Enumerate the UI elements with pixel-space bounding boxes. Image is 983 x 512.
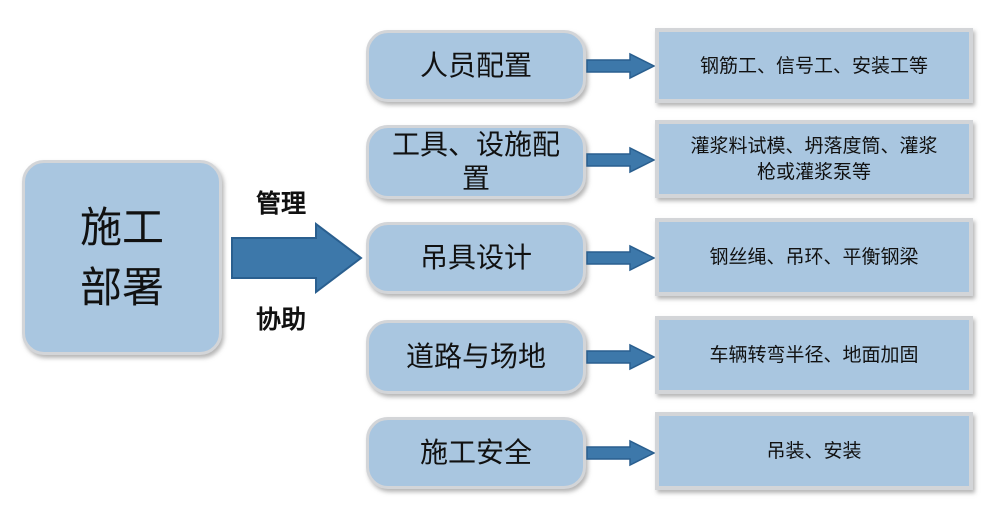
category-box-personnel: 人员配置 (366, 30, 586, 102)
detail-label: 钢筋工、信号工、安装工等 (699, 54, 928, 77)
row-arrow-icon (586, 52, 656, 80)
row-arrow-icon (586, 244, 656, 272)
detail-label: 灌浆料试模、坍落度筒、灌浆枪或灌浆泵等 (690, 135, 938, 183)
category-box-rigging: 吊具设计 (366, 222, 586, 294)
detail-box-rigging: 钢丝绳、吊环、平衡钢梁 (655, 218, 973, 296)
label-assist: 协助 (256, 305, 307, 334)
label-manage: 管理 (256, 189, 307, 218)
row-arrow-icon (586, 343, 656, 371)
detail-box-safety: 吊装、安装 (655, 412, 973, 490)
category-label: 工具、设施配置 (391, 128, 560, 195)
category-label: 人员配置 (419, 49, 532, 82)
detail-box-personnel: 钢筋工、信号工、安装工等 (655, 28, 973, 103)
category-label: 道路与场地 (405, 340, 546, 373)
category-label: 吊具设计 (419, 241, 532, 274)
category-box-tools: 工具、设施配置 (366, 125, 586, 199)
detail-box-tools: 灌浆料试模、坍落度筒、灌浆枪或灌浆泵等 (655, 120, 973, 198)
detail-label: 车辆转弯半径、地面加固 (709, 344, 919, 366)
category-box-safety: 施工安全 (366, 417, 586, 489)
category-label: 施工安全 (419, 436, 532, 469)
category-box-road: 道路与场地 (366, 320, 586, 394)
big-arrow (231, 221, 363, 295)
detail-label: 钢丝绳、吊环、平衡钢梁 (709, 246, 919, 268)
main-box: 施工 部署 (22, 160, 222, 355)
detail-label: 吊装、安装 (766, 440, 862, 462)
row-arrow-icon (586, 146, 656, 174)
row-arrow-icon (586, 439, 656, 467)
main-title: 施工 部署 (79, 202, 164, 312)
detail-box-road: 车辆转弯半径、地面加固 (655, 316, 973, 394)
